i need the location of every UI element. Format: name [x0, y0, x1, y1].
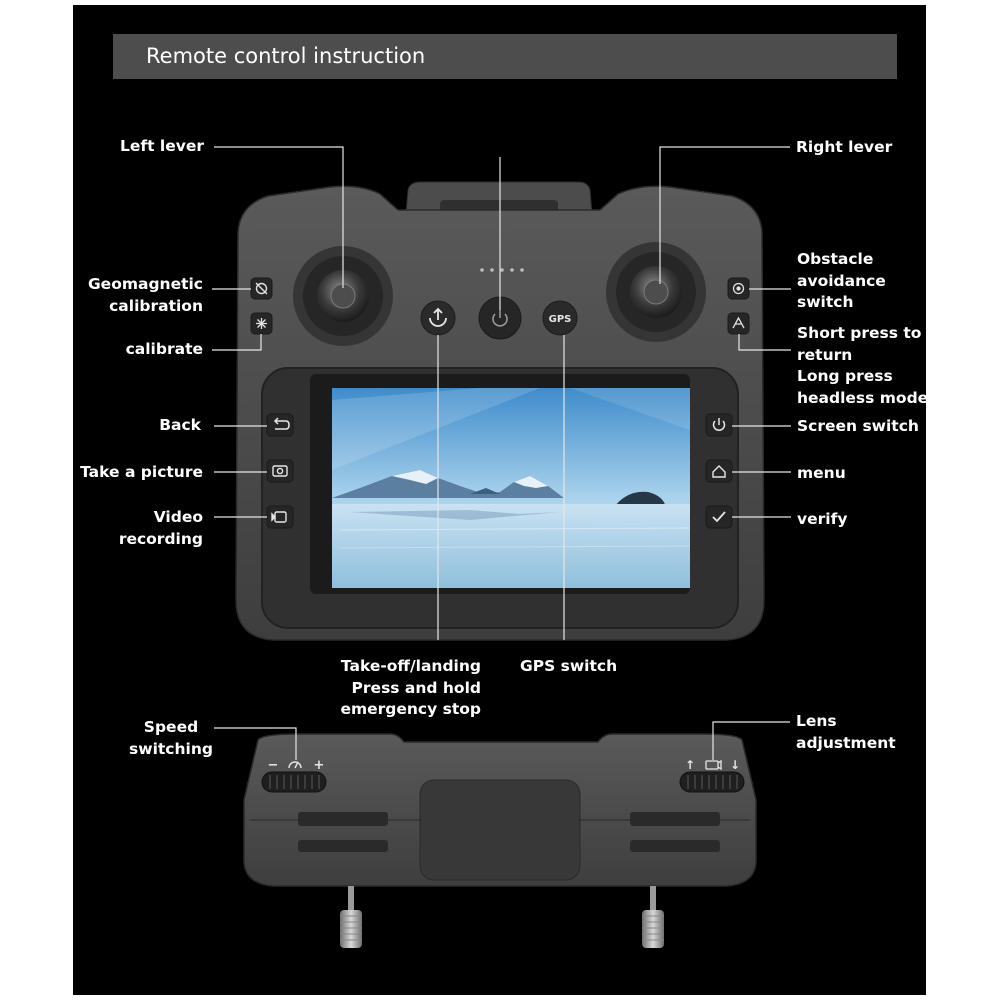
gps-button[interactable]: GPS: [542, 300, 578, 336]
label-verify: verify: [797, 510, 848, 528]
geomagnetic-calibration-button[interactable]: [250, 277, 273, 300]
speed-minus-label: −: [268, 758, 279, 773]
label-lens-line-2: adjustment: [796, 733, 896, 752]
power-icon: [712, 418, 726, 432]
video-recording-button[interactable]: [266, 505, 294, 529]
obstacle-avoidance-button[interactable]: [727, 277, 750, 300]
speed-plus-label: +: [314, 758, 325, 773]
label-return-line-3: Long press: [797, 367, 893, 385]
label-gps-switch: GPS switch: [520, 657, 618, 675]
back-arrow-icon: [273, 417, 290, 430]
screen-display: [332, 388, 691, 588]
leader-lines: [212, 146, 791, 760]
camera-icon: [272, 465, 288, 477]
label-geomagnetic-calibration: Geomagnetic calibration: [88, 274, 203, 317]
label-take-a-picture: Take a picture: [80, 463, 203, 481]
label-return-headless: Short press to return Long press headles…: [797, 323, 928, 409]
label-lens-line-1: Lens: [796, 712, 837, 730]
label-calibrate: calibrate: [125, 340, 203, 358]
left-lever-stick[interactable]: [293, 246, 393, 346]
remote-front: GPS: [235, 181, 765, 641]
takeoff-button[interactable]: [420, 300, 456, 336]
label-screen-switch: Screen switch: [797, 417, 919, 435]
check-icon: [712, 511, 726, 523]
label-video-recording: Video recording: [119, 507, 203, 550]
label-menu: menu: [797, 464, 846, 482]
label-speed-switching: Speed switching: [126, 717, 216, 760]
label-takeoff-line-2: Press and hold: [351, 678, 481, 697]
lens-down-label: ↓: [730, 758, 740, 772]
label-return-line-1: Short press to: [797, 324, 922, 342]
label-takeoff-landing: Take-off/landing Press and hold emergenc…: [340, 656, 481, 721]
remote-bottom: − + ↑ ↓: [243, 733, 757, 948]
label-obstacle-line-2: avoidance: [797, 271, 886, 290]
label-video-line-1: Video: [153, 508, 203, 526]
page-title: Remote control instruction: [146, 44, 426, 68]
take-picture-button[interactable]: [266, 459, 294, 483]
gps-button-label: GPS: [549, 314, 572, 325]
back-button[interactable]: [266, 413, 294, 437]
verify-button[interactable]: [705, 505, 733, 529]
compass-slash-icon: [255, 282, 268, 295]
label-speed-line-2: switching: [129, 739, 213, 758]
title-bar: Remote control instruction: [113, 34, 897, 79]
speed-dial[interactable]: [261, 771, 327, 793]
label-geomagnetic-line-2: calibration: [109, 296, 203, 315]
label-obstacle-avoidance-switch: Obstacle avoidance switch: [797, 249, 886, 314]
label-lens-adjustment: Lens adjustment: [796, 711, 896, 754]
label-left-lever: Left lever: [119, 137, 204, 155]
lens-dial[interactable]: [679, 771, 745, 793]
lens-icon: [705, 759, 722, 771]
battery-leds: [480, 268, 524, 272]
lens-up-label: ↑: [685, 758, 695, 772]
menu-button[interactable]: [705, 459, 733, 483]
label-speed-line-1: Speed: [143, 718, 199, 736]
takeoff-icon: [429, 307, 447, 327]
label-video-line-2: recording: [118, 529, 203, 548]
label-right-lever: Right lever: [796, 138, 893, 156]
calibrate-button[interactable]: [250, 312, 273, 335]
label-back: Back: [159, 416, 201, 434]
label-return-line-2: return: [797, 345, 853, 364]
label-return-line-4: headless mode: [797, 388, 929, 407]
label-geomagnetic-line-1: Geomagnetic: [87, 275, 203, 293]
label-takeoff-line-3: emergency stop: [340, 700, 481, 718]
return-button[interactable]: [727, 312, 750, 335]
radar-icon: [732, 282, 745, 295]
speedometer-icon: [288, 761, 302, 769]
return-home-icon: [732, 316, 745, 329]
right-lever-stick[interactable]: [606, 242, 706, 342]
screen-switch-button[interactable]: [705, 413, 733, 437]
video-icon: [271, 511, 287, 523]
label-obstacle-line-1: Obstacle: [797, 250, 874, 268]
right-stick-post: [642, 886, 664, 948]
left-stick-post: [340, 886, 362, 948]
home-icon: [712, 465, 726, 478]
label-takeoff-line-1: Take-off/landing: [340, 657, 481, 675]
label-obstacle-line-3: switch: [797, 293, 854, 311]
power-icon: [492, 310, 508, 327]
sparkle-icon: [256, 318, 267, 329]
